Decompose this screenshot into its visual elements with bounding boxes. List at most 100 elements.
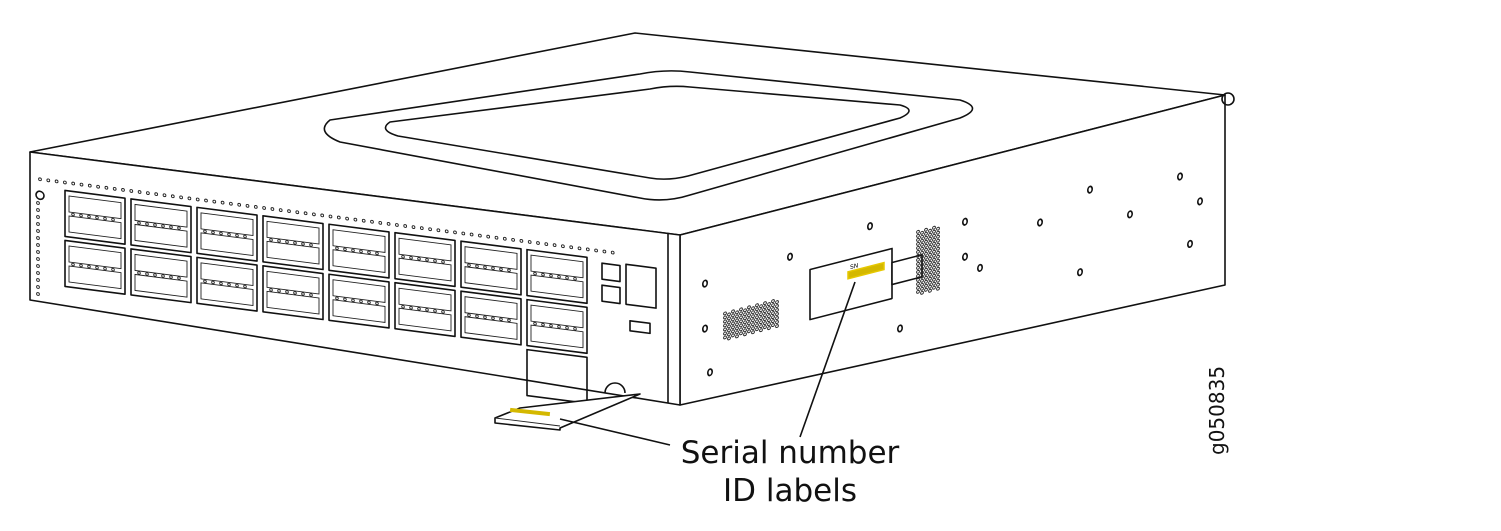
screw (701, 279, 708, 288)
vent-hole (569, 245, 574, 250)
vent-hole (924, 287, 928, 292)
screw (976, 263, 983, 272)
qsfp-port-cage (394, 231, 456, 288)
vent-hole (727, 312, 731, 317)
vent-hole (767, 306, 771, 311)
callout-line-side (799, 281, 856, 438)
vent-hole (916, 253, 920, 258)
vent-hole (735, 334, 739, 339)
vent-hole (924, 243, 928, 248)
vent-hole (932, 261, 936, 266)
vent-hole (755, 327, 759, 332)
vent-hole (932, 233, 936, 238)
vent-hole (771, 319, 775, 324)
vent-hole (727, 316, 731, 321)
vent-hole (36, 292, 40, 296)
vent-hole (478, 233, 482, 238)
usb-port (629, 319, 651, 335)
vent-hole (924, 255, 928, 260)
vent-hole (759, 328, 763, 333)
vent-hole (924, 283, 928, 288)
vent-hole (932, 241, 936, 246)
vent-hole (920, 246, 924, 251)
vent-hole (928, 252, 932, 257)
vent-hole (771, 311, 775, 316)
vent-hole (527, 240, 532, 244)
vent-hole (104, 185, 109, 190)
vent-hole (121, 188, 125, 192)
vent-hole (561, 244, 565, 249)
vent-hole (735, 314, 739, 319)
figure-id: g050835 (1205, 365, 1229, 455)
vent-hole (610, 250, 615, 255)
vent-hole (920, 238, 924, 243)
vent-hole (295, 210, 300, 215)
vent-hole (924, 271, 928, 276)
vent-hole (444, 229, 449, 234)
vent-hole (353, 217, 358, 222)
vent-hole (723, 331, 727, 336)
top-recess-outer (323, 70, 974, 201)
vent-hole (727, 332, 731, 337)
screw (1176, 172, 1183, 181)
vent-hole (731, 317, 735, 322)
vent-hole (936, 286, 940, 291)
vent-hole (751, 322, 755, 327)
qsfp-port-cage (460, 290, 522, 346)
vent-hole (916, 237, 920, 242)
vent-hole (928, 284, 932, 289)
vent-hole (924, 263, 928, 268)
vent-hole (747, 305, 751, 310)
vent-hole (767, 322, 771, 327)
serial-barcode (847, 261, 885, 280)
vent-hole (920, 290, 924, 295)
vent-hole (723, 323, 727, 328)
vent-hole (63, 180, 67, 185)
vent-hole (936, 234, 940, 239)
vent-hole (920, 266, 924, 271)
vent-hole (928, 280, 932, 285)
vent-hole (229, 201, 233, 206)
vent-hole (928, 272, 932, 277)
screw (897, 324, 904, 333)
vent-hole (928, 264, 932, 269)
vent-hole (763, 309, 767, 314)
vent-hole (916, 261, 920, 266)
vent-hole (755, 307, 759, 312)
vent-hole (747, 313, 751, 318)
callout-line1: Serial number (680, 435, 900, 471)
vent-hole (731, 309, 735, 314)
callout-label: Serial number ID labels (660, 434, 920, 510)
vent-hole (916, 257, 920, 262)
vent-hole (924, 251, 928, 256)
vent-hole (739, 307, 743, 312)
vent-hole (739, 331, 743, 336)
vent-hole (775, 324, 779, 328)
vent-hole (759, 304, 763, 309)
vent-hole (936, 270, 940, 275)
vent-hole (924, 275, 928, 280)
vent-hole (767, 310, 771, 315)
tab-notch (604, 382, 626, 394)
vent-hole (743, 316, 747, 321)
vent-hole (928, 236, 932, 241)
management-port (601, 262, 621, 283)
vent-hole (419, 226, 424, 231)
vent-hole (212, 199, 217, 204)
vent-hole (411, 225, 416, 229)
vent-hole (36, 271, 40, 275)
vent-hole (751, 326, 755, 331)
vent-hole (920, 286, 924, 291)
vent-hole (731, 329, 735, 334)
vent-hole (932, 257, 936, 262)
vent-hole (924, 267, 928, 272)
vent-hole (928, 248, 932, 253)
vent-hole (916, 245, 920, 250)
vent-hole (345, 216, 349, 221)
vent-hole (36, 208, 40, 212)
vent-hole (739, 327, 743, 332)
vent-hole (723, 315, 727, 320)
vent-hole (755, 303, 759, 308)
vent-hole (36, 264, 40, 268)
vent-hole (751, 306, 755, 311)
